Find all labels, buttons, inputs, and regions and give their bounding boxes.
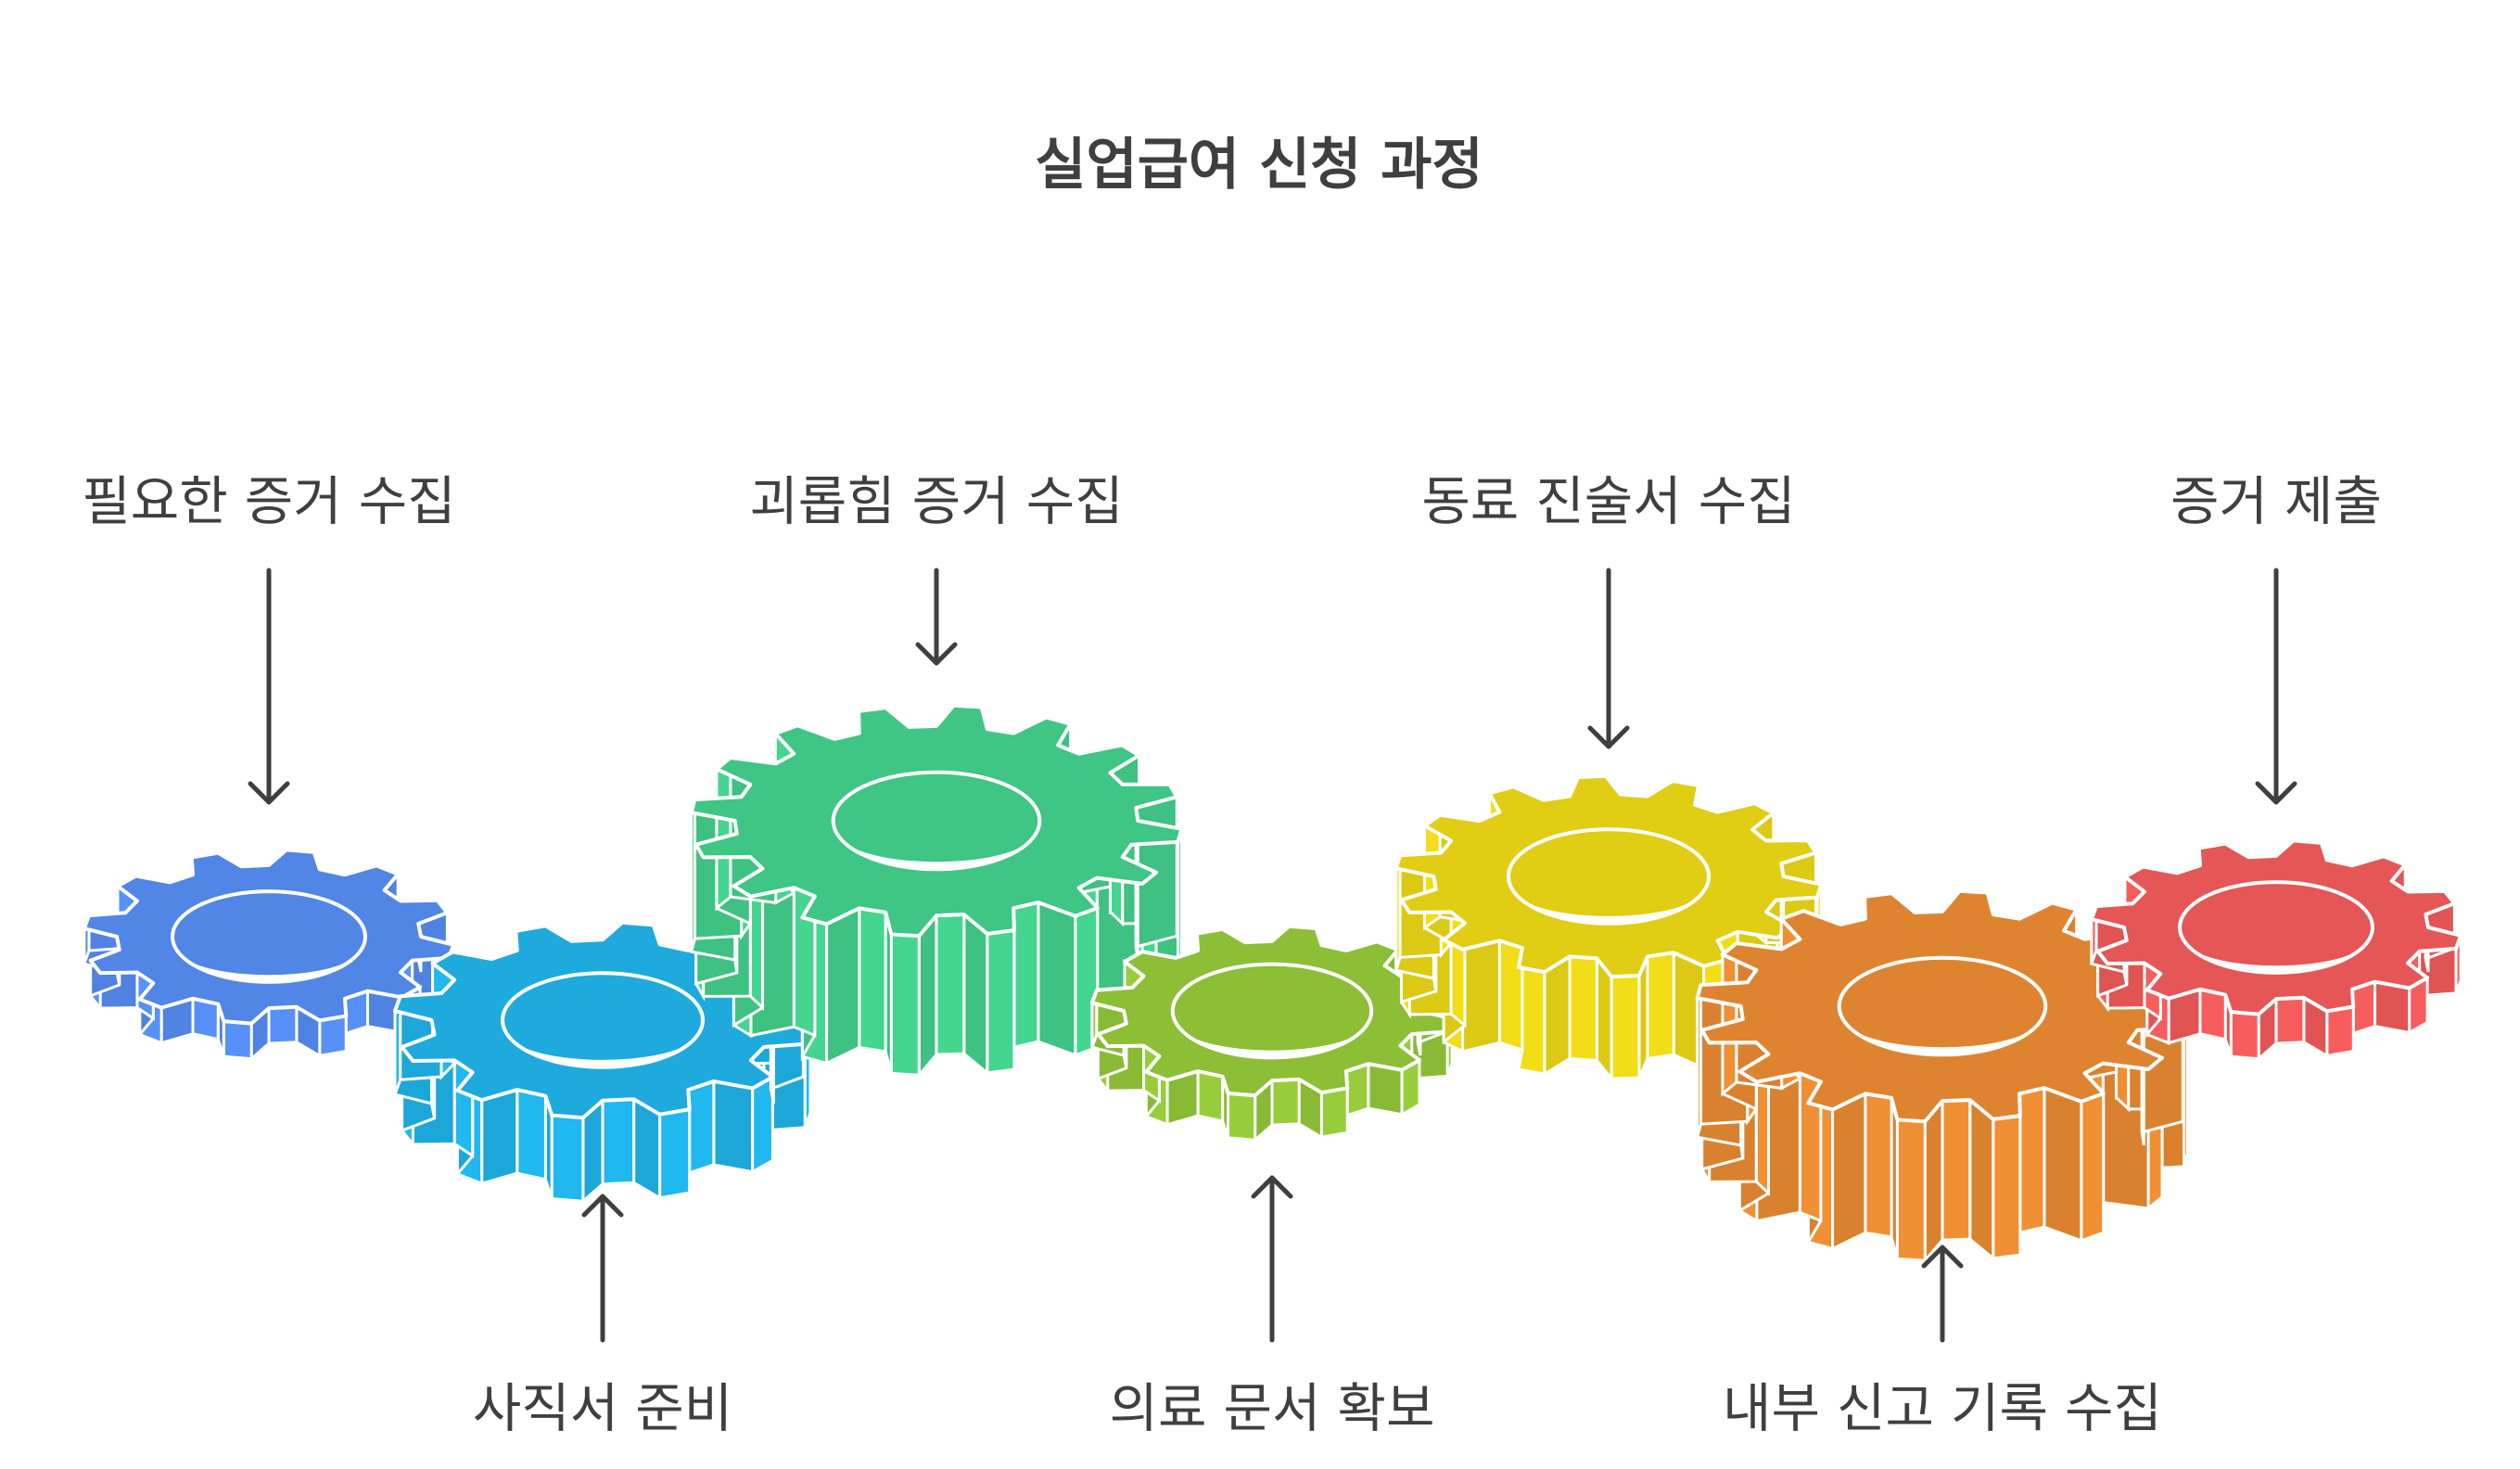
gear-hole-inner <box>2193 950 2360 973</box>
arrow-down-icon <box>248 568 290 805</box>
gear-icon <box>82 847 456 1062</box>
gear-wall <box>825 905 861 1066</box>
arrow-up-icon <box>581 1194 624 1343</box>
step-label: 사직서 준비 <box>473 1378 732 1439</box>
gear-wall <box>2198 987 2227 1041</box>
arrow-down-icon <box>2255 568 2297 805</box>
arrow-down-icon <box>915 568 958 666</box>
gear-hole <box>2178 880 2374 975</box>
gear-wall <box>2017 1086 2046 1235</box>
gear-wall <box>1895 1118 1927 1262</box>
gear-wall <box>1721 939 1738 1097</box>
gear-wall <box>1226 1092 1257 1142</box>
gear-wall <box>935 913 966 1056</box>
gear-wall <box>318 1014 348 1058</box>
step-label: 의료 문서 확보 <box>1110 1378 1435 1439</box>
gear-hole <box>171 889 367 984</box>
gear-wall <box>1037 900 1077 1057</box>
step-label: 증거 제출 <box>2170 471 2382 532</box>
gear-wall <box>1543 953 1572 1077</box>
arrow-down-icon <box>1587 568 1630 749</box>
gear-hole-inner <box>1186 1034 1358 1057</box>
gear-wall <box>1196 1069 1225 1123</box>
gear-wall <box>2080 1091 2106 1243</box>
step-label: 내부 신고 기록 수집 <box>1723 1378 2162 1439</box>
gear-wall <box>889 932 921 1077</box>
gear-wall <box>480 1088 519 1186</box>
gear-wall <box>1831 1091 1867 1251</box>
gear-hole-inner <box>516 1043 689 1067</box>
gear-wall <box>1367 1062 1404 1117</box>
gear-icon <box>2089 837 2463 1062</box>
gear-wall <box>2325 1004 2355 1058</box>
gear-hole <box>1170 962 1374 1060</box>
gear-wall <box>1012 901 1040 1050</box>
gear-wall <box>2374 979 2412 1035</box>
gear-wall <box>1968 1096 1995 1262</box>
arrow-up-icon <box>1921 1245 1964 1343</box>
gear-wall <box>267 1005 299 1045</box>
gear-wall <box>751 1074 774 1175</box>
gear-icon <box>1089 923 1455 1143</box>
gear-wall <box>222 1019 253 1061</box>
gear-hole <box>831 770 1042 872</box>
gear-hole <box>1506 827 1712 926</box>
gear-hole-inner <box>1522 900 1695 924</box>
arrow-up-icon <box>1251 1175 1293 1343</box>
gear-wall <box>962 911 989 1077</box>
step-label: 괴롭힘 증거 수집 <box>749 471 1123 532</box>
gear-wall <box>2043 1085 2083 1243</box>
gear-icon <box>1394 772 1824 1083</box>
gear-wall <box>1270 1078 1301 1127</box>
gear-wall <box>917 912 938 1079</box>
gear-wall <box>1319 1086 1349 1139</box>
gear-icon <box>1695 887 2190 1265</box>
step-label: 필요한 증거 수집 <box>82 471 455 532</box>
gear-wall <box>601 1097 636 1186</box>
gear-wall <box>715 754 732 912</box>
gear-wall <box>686 1079 716 1176</box>
gear-hole <box>501 971 705 1069</box>
gear-wall <box>2274 996 2306 1045</box>
gear-wall <box>1941 1098 1972 1242</box>
gears-layer <box>82 701 2463 1265</box>
gear-wall <box>1864 1092 1893 1239</box>
gear-wall <box>1610 974 1641 1080</box>
gear-wall <box>986 928 1016 1075</box>
gear-wall <box>2229 1010 2260 1061</box>
gear-hole-inner <box>185 959 352 982</box>
gear-hole-inner <box>1853 1030 2031 1054</box>
gear-hole-inner <box>847 845 1025 869</box>
diagram-title: 실업급여 신청 과정 <box>1035 133 1483 198</box>
gear-hole <box>1837 955 2048 1057</box>
gear-wall <box>658 1107 692 1200</box>
step-label: 동료 진술서 수집 <box>1421 471 1795 532</box>
gear-wall <box>1461 939 1501 1054</box>
gear-wall <box>858 906 887 1054</box>
gear-wall <box>1568 954 1598 1063</box>
gear-wall <box>1646 951 1675 1061</box>
gear-wall <box>712 1079 755 1174</box>
gear-wall <box>1992 1114 2022 1260</box>
gear-wall <box>515 1088 547 1182</box>
arrows-layer <box>248 568 2297 1343</box>
gear-wall <box>550 1113 585 1203</box>
gear-wall <box>1923 1097 1944 1265</box>
